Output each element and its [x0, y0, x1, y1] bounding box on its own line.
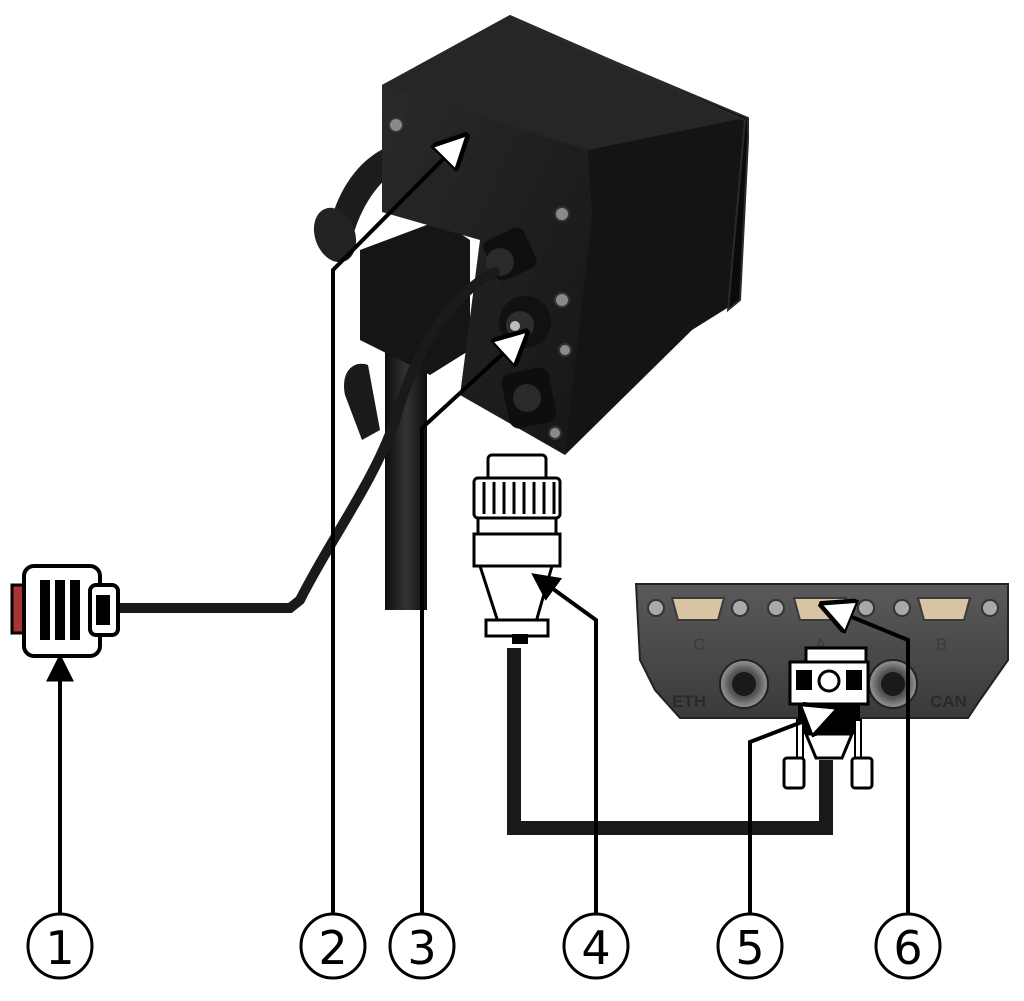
port-can-label: CAN [930, 692, 967, 711]
screw [558, 343, 572, 357]
port-eth-label: ETH [672, 692, 706, 711]
callout-1: 1 [26, 912, 94, 980]
terminal-assembly [313, 15, 749, 610]
screw [388, 117, 404, 133]
leader-6 [830, 608, 910, 915]
callout-6: 6 [874, 912, 942, 980]
callout-4: 4 [562, 912, 630, 980]
port-can: CAN [868, 659, 967, 711]
handle-knob [313, 207, 357, 263]
screw [554, 292, 570, 308]
housing-top [382, 15, 745, 150]
port-c: C [670, 597, 726, 654]
callout-3-number: 3 [407, 921, 436, 975]
callout-6-number: 6 [893, 921, 922, 975]
socket-cap [501, 367, 557, 429]
round-connector [472, 453, 562, 644]
terminal-cable [115, 267, 500, 613]
round-socket [499, 296, 551, 348]
screw [554, 206, 570, 222]
callout-2-number: 2 [318, 921, 347, 975]
callouts: 1 2 3 4 5 6 [26, 912, 942, 980]
leader-2 [331, 142, 460, 915]
screw [548, 426, 562, 440]
leader-3 [420, 338, 520, 915]
callout-5-number: 5 [735, 921, 764, 975]
port-b: B [916, 597, 972, 654]
callout-1-number: 1 [45, 921, 74, 975]
port-b-label: B [936, 635, 947, 654]
display-frame [514, 19, 749, 313]
flat-connector [10, 564, 120, 658]
adapter-cable [507, 648, 833, 835]
mounting-bracket [360, 220, 470, 375]
leader-5 [748, 712, 828, 915]
callout-3: 3 [388, 912, 456, 980]
callout-2: 2 [299, 912, 367, 980]
leader-lines [46, 142, 910, 915]
clamp-lever [344, 363, 380, 440]
port-eth: ETH [672, 659, 769, 711]
port-c-label: C [693, 635, 705, 654]
leader-4 [531, 573, 598, 915]
callout-5: 5 [716, 912, 784, 980]
callout-4-number: 4 [581, 921, 610, 975]
